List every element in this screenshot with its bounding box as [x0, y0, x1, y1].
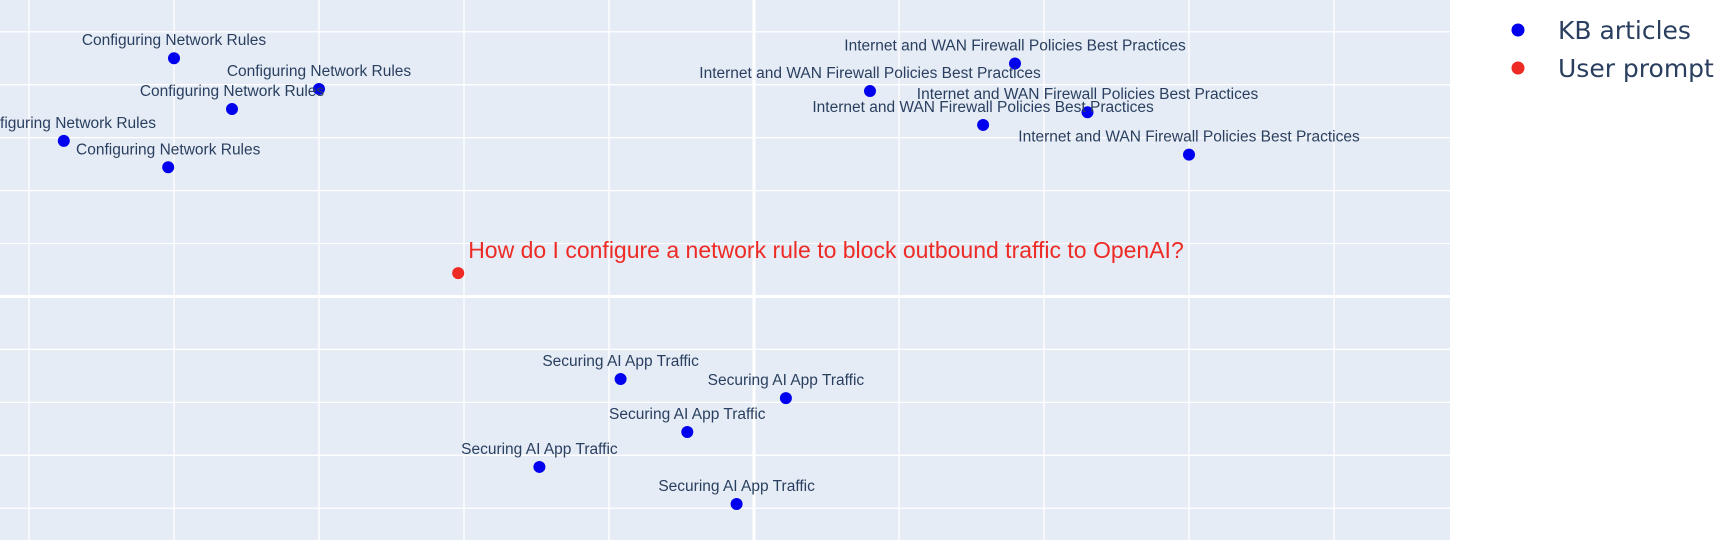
kb-article-point — [1081, 106, 1094, 119]
user-prompt-point — [452, 267, 465, 280]
kb-article-label: Configuring Network Rules — [82, 32, 267, 49]
user-prompt-label: How do I configure a network rule to blo… — [468, 237, 1184, 263]
kb-article-point — [168, 52, 180, 65]
kb-article-point — [614, 373, 627, 386]
plot-background — [0, 0, 1450, 540]
kb-article-label: Internet and WAN Firewall Policies Best … — [917, 86, 1259, 103]
legend-label-kb-articles: KB articles — [1558, 16, 1691, 45]
kb-article-label: Configuring Network Rules — [227, 63, 412, 80]
kb-article-label: Configuring Network Rules — [0, 115, 156, 132]
kb-article-point — [162, 161, 175, 174]
kb-article-label: Internet and WAN Firewall Policies Best … — [1018, 129, 1360, 146]
kb-article-point — [57, 134, 70, 147]
data-points — [57, 52, 1195, 510]
kb-article-label: Configuring Network Rules — [76, 141, 261, 158]
kb-article-label: Internet and WAN Firewall Policies Best … — [844, 38, 1186, 55]
kb-article-label: Securing AI App Traffic — [708, 372, 865, 389]
kb-article-point — [779, 392, 792, 405]
kb-article-label: Internet and WAN Firewall Policies Best … — [699, 65, 1041, 82]
kb-article-point — [533, 460, 546, 473]
kb-article-point — [1183, 148, 1195, 161]
kb-article-point — [864, 85, 876, 98]
kb-article-label: Securing AI App Traffic — [609, 406, 766, 423]
kb-article-label: Securing AI App Traffic — [542, 353, 699, 370]
kb-article-label: Securing AI App Traffic — [461, 441, 618, 458]
kb-article-point — [313, 82, 325, 95]
kb-article-point — [226, 103, 238, 116]
kb-article-point — [730, 498, 743, 510]
legend-marker-user-prompt — [1511, 61, 1525, 75]
kb-article-label: Internet and WAN Firewall Policies Best … — [812, 99, 1154, 116]
kb-article-point — [681, 426, 694, 438]
kb-article-point — [977, 118, 990, 131]
legend-marker-kb-articles — [1511, 23, 1525, 37]
kb-article-label: Configuring Network Rules — [140, 83, 325, 100]
kb-article-point — [1009, 57, 1021, 70]
kb-article-label: Securing AI App Traffic — [658, 478, 815, 495]
legend-label-user-prompt: User prompt — [1558, 54, 1714, 83]
